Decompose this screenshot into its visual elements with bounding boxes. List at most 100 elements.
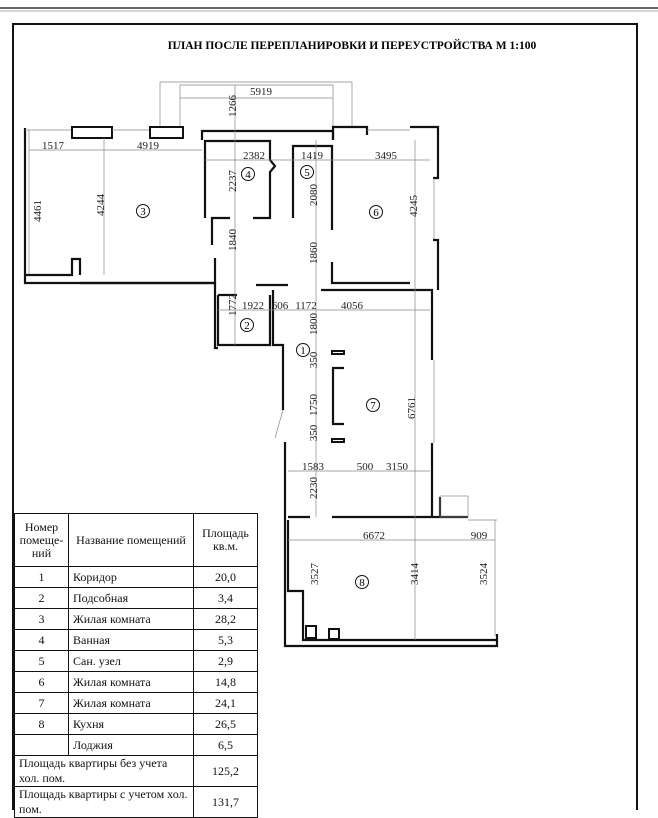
room-area-cell: 3,4 <box>193 587 258 609</box>
room-number-cell: 4 <box>14 629 69 651</box>
room-markers: 1 2 3 4 5 6 7 8 <box>136 165 383 589</box>
dim-label: 3414 <box>409 563 421 586</box>
room-number: 2 <box>244 320 250 332</box>
dim-label: 1583 <box>302 461 325 473</box>
dim-label: 2237 <box>227 170 239 193</box>
total-row: Площадь квартиры с учетом хол. пом.131,7 <box>14 786 258 818</box>
dim-label: 1172 <box>295 300 317 312</box>
dim-label: 1840 <box>227 229 239 252</box>
total-label: Площадь квартиры с учетом хол. пом. <box>14 786 194 818</box>
dim-label: 350 <box>308 351 320 368</box>
total-label: Площадь квартиры без учета хол. пом. <box>14 755 194 787</box>
total-value: 131,7 <box>193 786 258 818</box>
total-value: 125,2 <box>193 755 258 787</box>
room-number-cell: 1 <box>14 566 69 588</box>
header-number: Номер помеще-ний <box>14 513 69 567</box>
room-number: 8 <box>359 577 365 589</box>
room-marker-circle <box>366 398 380 412</box>
sheet-frame <box>12 23 638 810</box>
room-number: 6 <box>373 207 379 219</box>
room-number: 4 <box>245 169 251 181</box>
dim-label: 4919 <box>137 140 160 152</box>
table-header-row: Номер помеще-ний Название помещений Площ… <box>14 513 258 567</box>
room-name-cell: Лоджия <box>68 734 194 756</box>
room-area-cell: 24,1 <box>193 692 258 714</box>
dim-label: 3150 <box>386 461 409 473</box>
room-marker-circle <box>240 318 254 332</box>
room-name-cell: Ванная <box>68 629 194 651</box>
dim-label: 4056 <box>341 300 364 312</box>
dim-label: 1800 <box>308 313 320 336</box>
total-row: Площадь квартиры без учета хол. пом.125,… <box>14 755 258 787</box>
dimension-labels-horizontal: 5919 1517 4919 2382 1419 3495 1922 606 1… <box>42 86 488 542</box>
dimension-lines <box>29 85 495 640</box>
room-number-cell: 5 <box>14 650 69 672</box>
room-number-cell: 3 <box>14 608 69 630</box>
dim-label: 4245 <box>408 195 420 218</box>
room-area-cell: 2,9 <box>193 650 258 672</box>
room-area-cell: 28,2 <box>193 608 258 630</box>
room-marker-circle <box>355 575 369 589</box>
room-number: 3 <box>140 206 146 218</box>
room-number: 1 <box>300 345 306 357</box>
room-marker-circle <box>241 167 255 181</box>
dim-label: 1750 <box>308 394 320 417</box>
dim-label: 2080 <box>308 184 320 207</box>
dim-label: 4461 <box>32 200 44 222</box>
room-name-cell: Подсобная <box>68 587 194 609</box>
walls <box>23 81 499 648</box>
dim-label: 3527 <box>309 563 321 586</box>
room-number-cell: 8 <box>14 713 69 735</box>
room-name-cell: Коридор <box>68 566 194 588</box>
room-name-cell: Жилая комната <box>68 692 194 714</box>
room-number-cell: 7 <box>14 692 69 714</box>
header-area: Площадь кв.м. <box>193 513 258 567</box>
dim-label: 1419 <box>301 150 324 162</box>
room-number: 5 <box>304 167 310 179</box>
room-explication-table: Номер помеще-ний Название помещений Площ… <box>14 513 258 818</box>
room-area-cell: 6,5 <box>193 734 258 756</box>
dim-label: 2382 <box>243 150 265 162</box>
room-marker-circle <box>300 165 314 179</box>
room-number: 7 <box>370 400 376 412</box>
dim-label: 606 <box>272 300 289 312</box>
room-area-cell: 26,5 <box>193 713 258 735</box>
room-number-cell: 6 <box>14 671 69 693</box>
room-marker-circle <box>136 204 150 218</box>
room-area-cell: 14,8 <box>193 671 258 693</box>
dim-label: 3495 <box>375 150 398 162</box>
dim-label: 2230 <box>308 477 320 500</box>
room-name-cell: Сан. узел <box>68 650 194 672</box>
room-name-cell: Жилая комната <box>68 608 194 630</box>
room-area-cell: 20,0 <box>193 566 258 588</box>
plan-title: ПЛАН ПОСЛЕ ПЕРЕПЛАНИРОВКИ И ПЕРЕУСТРОЙСТ… <box>168 38 537 52</box>
room-area-cell: 5,3 <box>193 629 258 651</box>
dim-label: 909 <box>471 530 488 542</box>
dim-label: 1517 <box>42 140 65 152</box>
dim-label: 1266 <box>227 95 239 118</box>
dim-label: 1922 <box>242 300 264 312</box>
dim-label: 1772 <box>227 294 239 316</box>
room-name-cell: Кухня <box>68 713 194 735</box>
dim-label: 500 <box>357 461 374 473</box>
dim-label: 3524 <box>478 563 490 586</box>
header-name: Название помещений <box>68 513 194 567</box>
room-number-cell: 2 <box>14 587 69 609</box>
room-marker-circle <box>296 343 310 357</box>
room-name-cell: Жилая комната <box>68 671 194 693</box>
dim-label: 1860 <box>308 242 320 265</box>
dim-label: 6672 <box>363 530 385 542</box>
dim-label: 350 <box>308 424 320 441</box>
dim-label: 4244 <box>95 194 107 217</box>
room-marker-circle <box>369 205 383 219</box>
room-number-cell <box>14 734 69 756</box>
